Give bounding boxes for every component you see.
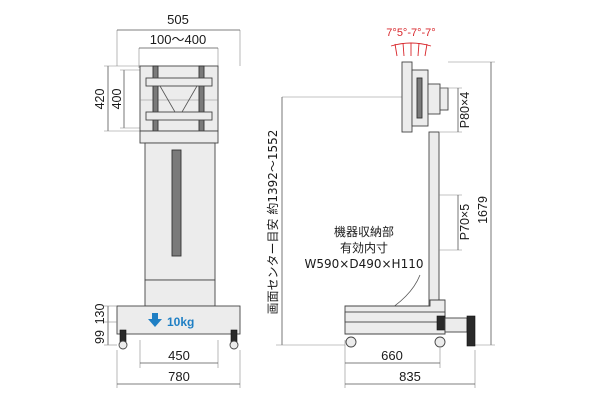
lower-pitch-dimension: P70×5 bbox=[439, 194, 472, 251]
front-base bbox=[116, 305, 241, 350]
overall-depth-label: 835 bbox=[399, 369, 421, 384]
mount-bracket bbox=[139, 65, 219, 132]
side-view: 7°5°-7°-7° 画面センター目安 約1392〜1552 bbox=[265, 27, 495, 388]
base-height-dimensions: 99 130 bbox=[93, 304, 117, 346]
side-base bbox=[344, 299, 476, 348]
vesa-range-dimension: 100〜400 bbox=[138, 32, 219, 68]
front-width-dimension: 505 bbox=[116, 12, 241, 66]
vesa-range-label: 100〜400 bbox=[150, 32, 206, 47]
center-height-dimension: 画面センター目安 約1392〜1552 bbox=[265, 96, 420, 346]
side-monitor bbox=[401, 61, 449, 133]
tilt-arrows bbox=[390, 42, 432, 57]
center-height-label: 画面センター目安 約1392〜1552 bbox=[265, 130, 280, 315]
front-height-dimensions: 420 400 bbox=[93, 65, 140, 132]
tilt-angle-label: 7°5°-7°-7° bbox=[386, 27, 435, 39]
weight-label: 10kg bbox=[167, 315, 194, 329]
lower-pitch-label: P70×5 bbox=[458, 204, 472, 241]
front-cable-slot bbox=[171, 149, 182, 257]
front-height-outer-label: 420 bbox=[93, 89, 107, 110]
base-width-label: 780 bbox=[168, 369, 190, 384]
weight-indicator: 10kg bbox=[148, 313, 194, 329]
side-column bbox=[428, 131, 440, 308]
caster-span-label: 450 bbox=[168, 348, 190, 363]
storage-callout: 機器収納部 有効内寸 W590×D490×H110 bbox=[305, 224, 424, 319]
storage-subtitle: 有効内寸 bbox=[340, 240, 388, 255]
down-arrow-icon bbox=[148, 313, 162, 327]
base-height-2-label: 130 bbox=[93, 304, 107, 325]
storage-title: 機器収納部 bbox=[334, 224, 394, 239]
storage-size: W590×D490×H110 bbox=[305, 257, 424, 271]
total-height-label: 1679 bbox=[476, 196, 490, 224]
front-height-inner-label: 400 bbox=[110, 89, 124, 110]
upper-pitch-dimension: P80×4 bbox=[440, 87, 472, 133]
front-crossbar bbox=[139, 130, 219, 144]
side-depth-dimensions: 660 835 bbox=[344, 340, 476, 388]
inner-depth-label: 660 bbox=[381, 348, 403, 363]
base-height-1-label: 99 bbox=[93, 330, 107, 344]
upper-pitch-label: P80×4 bbox=[458, 92, 472, 129]
front-bottom-dimensions: 450 780 bbox=[116, 340, 241, 388]
front-width-label: 505 bbox=[167, 12, 189, 27]
front-cabinet bbox=[144, 279, 216, 307]
total-height-dimension: 1679 bbox=[448, 61, 495, 346]
front-view: 505 100〜400 420 400 bbox=[93, 12, 241, 388]
